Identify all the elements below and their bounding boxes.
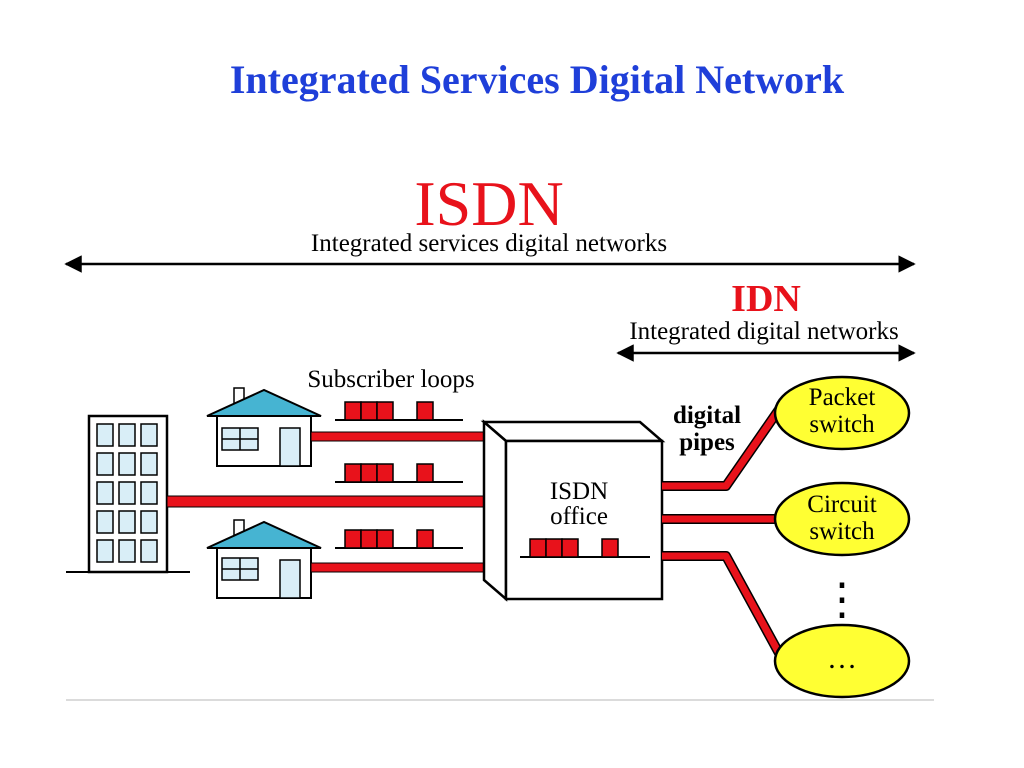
switch-circuit-line1: Circuit — [807, 491, 876, 518]
building-window — [96, 452, 114, 476]
office-label-line2: office — [550, 503, 608, 530]
building-window — [96, 539, 114, 563]
building-window — [96, 481, 114, 505]
isdn-office-box: ISDN office — [480, 419, 666, 602]
building-window — [118, 452, 136, 476]
office-building-icon — [66, 414, 190, 574]
isdn-acronym: ISDN — [414, 168, 563, 239]
digital-pipes-label-line2: pipes — [679, 429, 735, 456]
channel-blocks-office — [520, 538, 650, 558]
switch-circuit-line2: switch — [809, 518, 875, 545]
building-window — [118, 510, 136, 534]
idn-expansion: Integrated digital networks — [629, 318, 898, 345]
digital-pipes-label-line1: digital — [673, 402, 741, 429]
building-window — [140, 481, 158, 505]
channel-blocks-upper — [335, 401, 463, 421]
pipe-lower-house — [310, 562, 490, 573]
switch-packet-line2: switch — [809, 411, 875, 438]
isdn-expansion: Integrated services digital networks — [311, 230, 667, 257]
subscriber-loop-pipes — [166, 431, 490, 573]
switch-packet-line1: Packet — [809, 384, 876, 411]
switch-packet: Packet switch — [773, 375, 911, 451]
building-window — [96, 510, 114, 534]
more-switches-ellipsis: ⋮ — [820, 575, 864, 624]
channel-blocks-lower — [335, 529, 463, 549]
building-window — [96, 423, 114, 447]
pipe-building — [166, 495, 490, 508]
building-window — [140, 539, 158, 563]
building-window — [140, 510, 158, 534]
digital-pipes — [662, 405, 785, 658]
building-window — [118, 423, 136, 447]
building-window — [118, 539, 136, 563]
subscriber-loops-label: Subscriber loops — [307, 366, 474, 393]
switch-circuit: Circuit switch — [773, 481, 911, 557]
idn-acronym: IDN — [731, 278, 801, 320]
pipe-upper-house — [310, 431, 490, 442]
house-icon-upper — [206, 387, 322, 467]
house-icon-lower — [206, 519, 322, 599]
office-label-line1: ISDN — [550, 478, 608, 505]
switch-other-label: … — [827, 642, 857, 675]
slide-title: Integrated Services Digital Network — [229, 57, 845, 102]
building-window — [140, 452, 158, 476]
channel-blocks-middle — [335, 463, 463, 483]
switch-other: … — [773, 623, 911, 699]
building-window — [140, 423, 158, 447]
building-window — [118, 481, 136, 505]
